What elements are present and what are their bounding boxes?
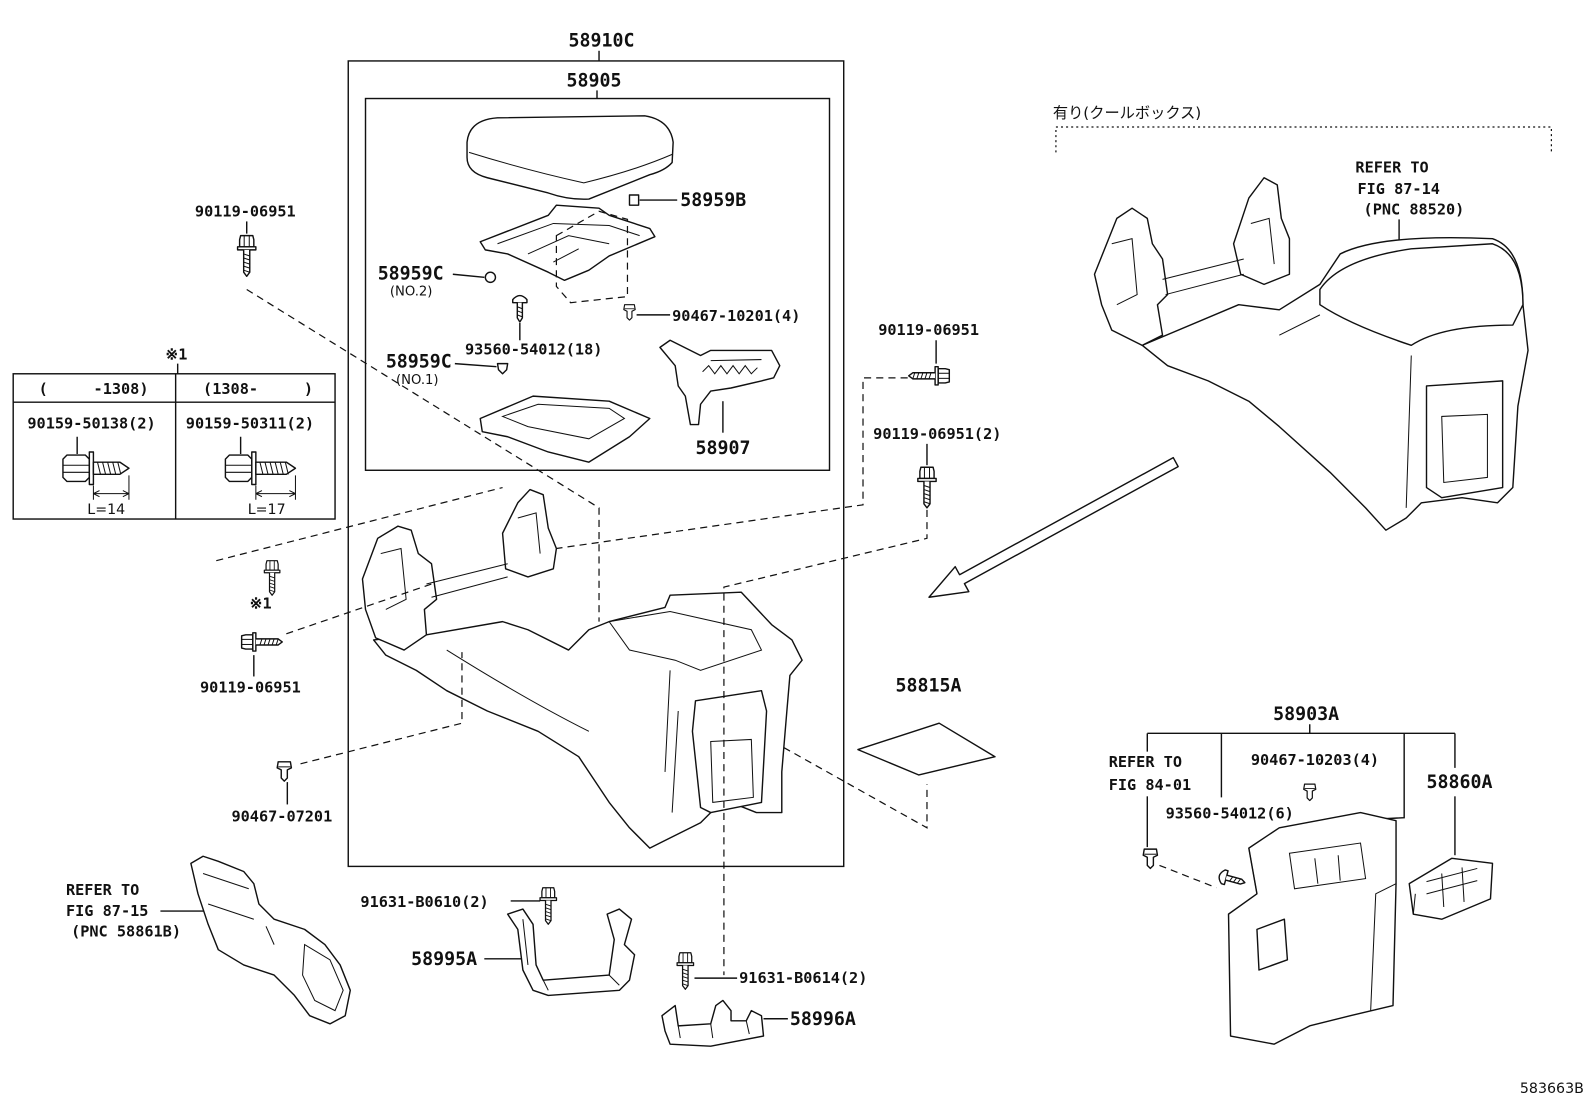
bolt-top-left-label: 90119-06951: [195, 202, 296, 220]
part-58959b-label: 58959B: [680, 190, 746, 211]
bolt-top-left-dashed-leader: [246, 288, 600, 622]
bolt-91631-b0614-label: 91631-B0614(2): [739, 969, 867, 987]
variant-length-early: L=14: [87, 502, 125, 518]
screw-93560-54012-6: [1216, 868, 1248, 891]
clip-90467-10203-label: 90467-10203(4): [1251, 751, 1379, 769]
part-58959c-no2-label: 58959C: [378, 263, 444, 284]
bolt-right-lower-label: 90119-06951(2): [873, 425, 1001, 443]
variant-part-early: 90159-50138(2): [27, 415, 155, 433]
duct-ref-line-3: (PNC 58861B): [71, 922, 181, 940]
variant-dimension-early: [92, 475, 130, 500]
air-duct: [190, 855, 351, 1025]
console-body: [361, 488, 803, 849]
cool-box-variant: 有り(クールボックス) REFER TO FIG 87-14 (PNC 8852…: [1053, 104, 1552, 531]
direction-arrow: [928, 456, 1179, 598]
bolt-right-upper: [907, 365, 951, 386]
variant-part-late: 90159-50311(2): [186, 415, 314, 433]
part-58959c-no1-note: (NO.1): [396, 373, 439, 388]
variant-bolt-late: [224, 436, 297, 486]
vent-58860a: [1408, 857, 1494, 920]
bracket-58996a-label: 58996A: [790, 1009, 856, 1030]
variant-table-frame: [12, 373, 336, 520]
part-58959c-no2-leader: [452, 273, 485, 278]
vent-58860a-label: 58860A: [1427, 772, 1493, 793]
bolt-mid-left-dashed-leader: [286, 583, 432, 635]
bolt-marker-1-label: ※1: [250, 594, 272, 612]
cool-box-ref-line-2: FIG 87-14: [1357, 180, 1439, 198]
bolt-91631-b0614: [676, 952, 695, 990]
part-58959c-no1: [496, 362, 509, 375]
armrest-assembly-label: 58905: [567, 70, 622, 91]
variant-table: ※1 ( -1308) (1308- ) 90159-50138(2) 9015…: [12, 346, 336, 520]
bolt-mid-left: [240, 632, 283, 652]
variant-range-late: (1308- ): [203, 380, 313, 398]
bolt-91631-b0610-label: 91631-B0610(2): [360, 893, 488, 911]
part-58959c-no1-leader: [454, 362, 497, 368]
bolt-right-lower: [917, 466, 937, 509]
bracket-58995a-label: 58995A: [411, 949, 477, 970]
cool-box-bracket-line: [1055, 126, 1552, 153]
clip-90467-10201: [623, 304, 636, 321]
bracket-58996a: [661, 999, 765, 1047]
variant-bolt-early: [62, 436, 130, 486]
mat-58815a: [857, 722, 996, 776]
cool-box-ref-line-3: (PNC 88520): [1364, 200, 1465, 218]
clip-90467-10201-label: 90467-10201(4): [672, 307, 800, 325]
duct-ref-line-1: REFER TO: [66, 881, 139, 899]
lid-hinge-plate: [479, 204, 656, 304]
rear-ref-clip-dashed-leader: [1159, 864, 1217, 889]
variant-dimension-late: [255, 475, 296, 500]
duct-ref-line-2: FIG 87-15: [66, 902, 148, 920]
part-58959c-no2-note: (NO.2): [390, 285, 433, 300]
screw-93560-54012: [512, 294, 528, 323]
armrest-lid: [466, 115, 674, 200]
rear-panel-label: 58903A: [1273, 704, 1339, 725]
clip-90467-10203: [1303, 783, 1317, 802]
armrest-tray: [479, 395, 651, 463]
marker-line-dashed: [216, 486, 503, 562]
cool-box-heading: 有り(クールボックス): [1053, 104, 1201, 122]
screw-93560-54012-6-label: 93560-54012(6): [1166, 805, 1294, 823]
part-58959c-no2: [484, 271, 497, 284]
variant-table-marker: ※1: [165, 346, 187, 364]
screw-93560-54012-label: 93560-54012(18): [465, 340, 602, 358]
part-58959b: [628, 194, 640, 206]
rear-ref-line-2: FIG 84-01: [1109, 776, 1191, 794]
bolt-right-lower-dashed-leader: [723, 509, 928, 976]
clip-90467-07201-label: 90467-07201: [231, 808, 332, 826]
clip-90467-07201: [276, 761, 293, 782]
rear-panel: [1227, 811, 1397, 1045]
variant-range-early: ( -1308): [39, 380, 149, 398]
rear-ref-line-1: REFER TO: [1109, 753, 1182, 771]
bracket-58907: [659, 339, 781, 426]
rear-panel-assembly: 58903A REFER TO FIG 84-01 90467-10203(4)…: [1109, 704, 1494, 1045]
figure-code: 583663B: [1520, 1081, 1584, 1097]
variant-length-late: L=17: [248, 502, 286, 518]
bolt-marker-1: [263, 560, 281, 596]
mat-58815a-dashed-leader: [783, 747, 928, 829]
console-with-cool-box: [1093, 177, 1529, 531]
right-fasteners: 90119-06951 90119-06951(2) 58815A: [556, 321, 1001, 976]
bolt-right-upper-label: 90119-06951: [878, 321, 979, 339]
console-assembly-label: 58910C: [569, 31, 635, 52]
rear-panel-tree-leader: [1146, 724, 1456, 824]
bolt-top-left: [236, 234, 257, 277]
console-assembly: 58910C 58905 58959B 58959C (NO.2) 90467-…: [347, 31, 845, 868]
part-58959c-no1-label: 58959C: [386, 352, 452, 373]
bolt-mid-left-label: 90119-06951: [200, 679, 301, 697]
mat-58815a-label: 58815A: [896, 676, 962, 697]
clip-90467-07201-dashed-leader: [300, 652, 463, 765]
cool-box-ref-line-1: REFER TO: [1355, 159, 1428, 177]
bracket-58995a: [506, 908, 636, 997]
bolt-91631-b0610: [539, 887, 558, 925]
bracket-58907-label: 58907: [695, 438, 750, 459]
console-assembly-frame: [347, 60, 845, 868]
bottom-parts: REFER TO FIG 87-15 (PNC 58861B) 91631-B0…: [66, 855, 867, 1047]
left-fasteners: 90119-06951 ※1 90119-06951 90467-07201: [195, 202, 600, 826]
rear-ref-clip: [1142, 848, 1159, 870]
